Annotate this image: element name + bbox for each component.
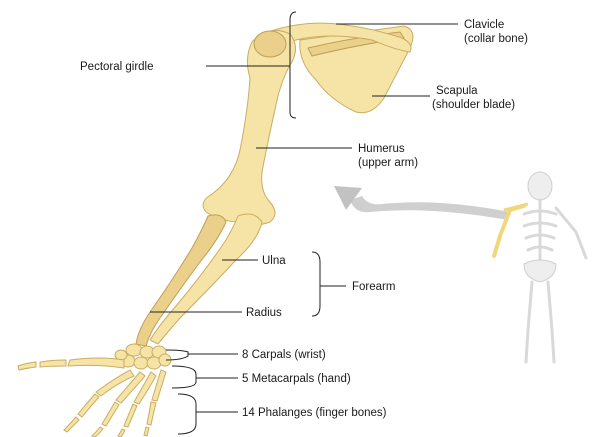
carpals-label: 8 Carpals (wrist) xyxy=(242,349,326,361)
carpals-bracket xyxy=(166,350,238,360)
scapula-label: Scapula xyxy=(436,85,478,97)
humerus-bone xyxy=(203,30,295,225)
pectoral-girdle-label: Pectoral girdle xyxy=(80,61,154,73)
metacarpals-bracket xyxy=(172,366,238,388)
radius-label: Radius xyxy=(246,307,282,319)
phalanx-bones xyxy=(18,360,156,437)
humerus-sublabel: (upper arm) xyxy=(358,157,418,169)
metacarpals-label: 5 Metacarpals (hand) xyxy=(242,373,351,385)
pointer-arrow-body xyxy=(350,196,510,220)
clavicle-sublabel: (collar bone) xyxy=(464,33,528,45)
humerus-head xyxy=(254,31,286,57)
clavicle-label: Clavicle xyxy=(464,19,504,31)
scapula-sublabel: (shoulder blade) xyxy=(432,99,515,111)
phalanges-bracket xyxy=(178,394,238,434)
reference-skeleton-figure xyxy=(494,172,586,362)
forearm-label: Forearm xyxy=(352,281,395,293)
forearm-bracket xyxy=(312,252,346,316)
humerus-label: Humerus xyxy=(358,143,405,155)
ulna-label: Ulna xyxy=(262,255,286,267)
phalanges-label: 14 Phalanges (finger bones) xyxy=(242,407,387,419)
